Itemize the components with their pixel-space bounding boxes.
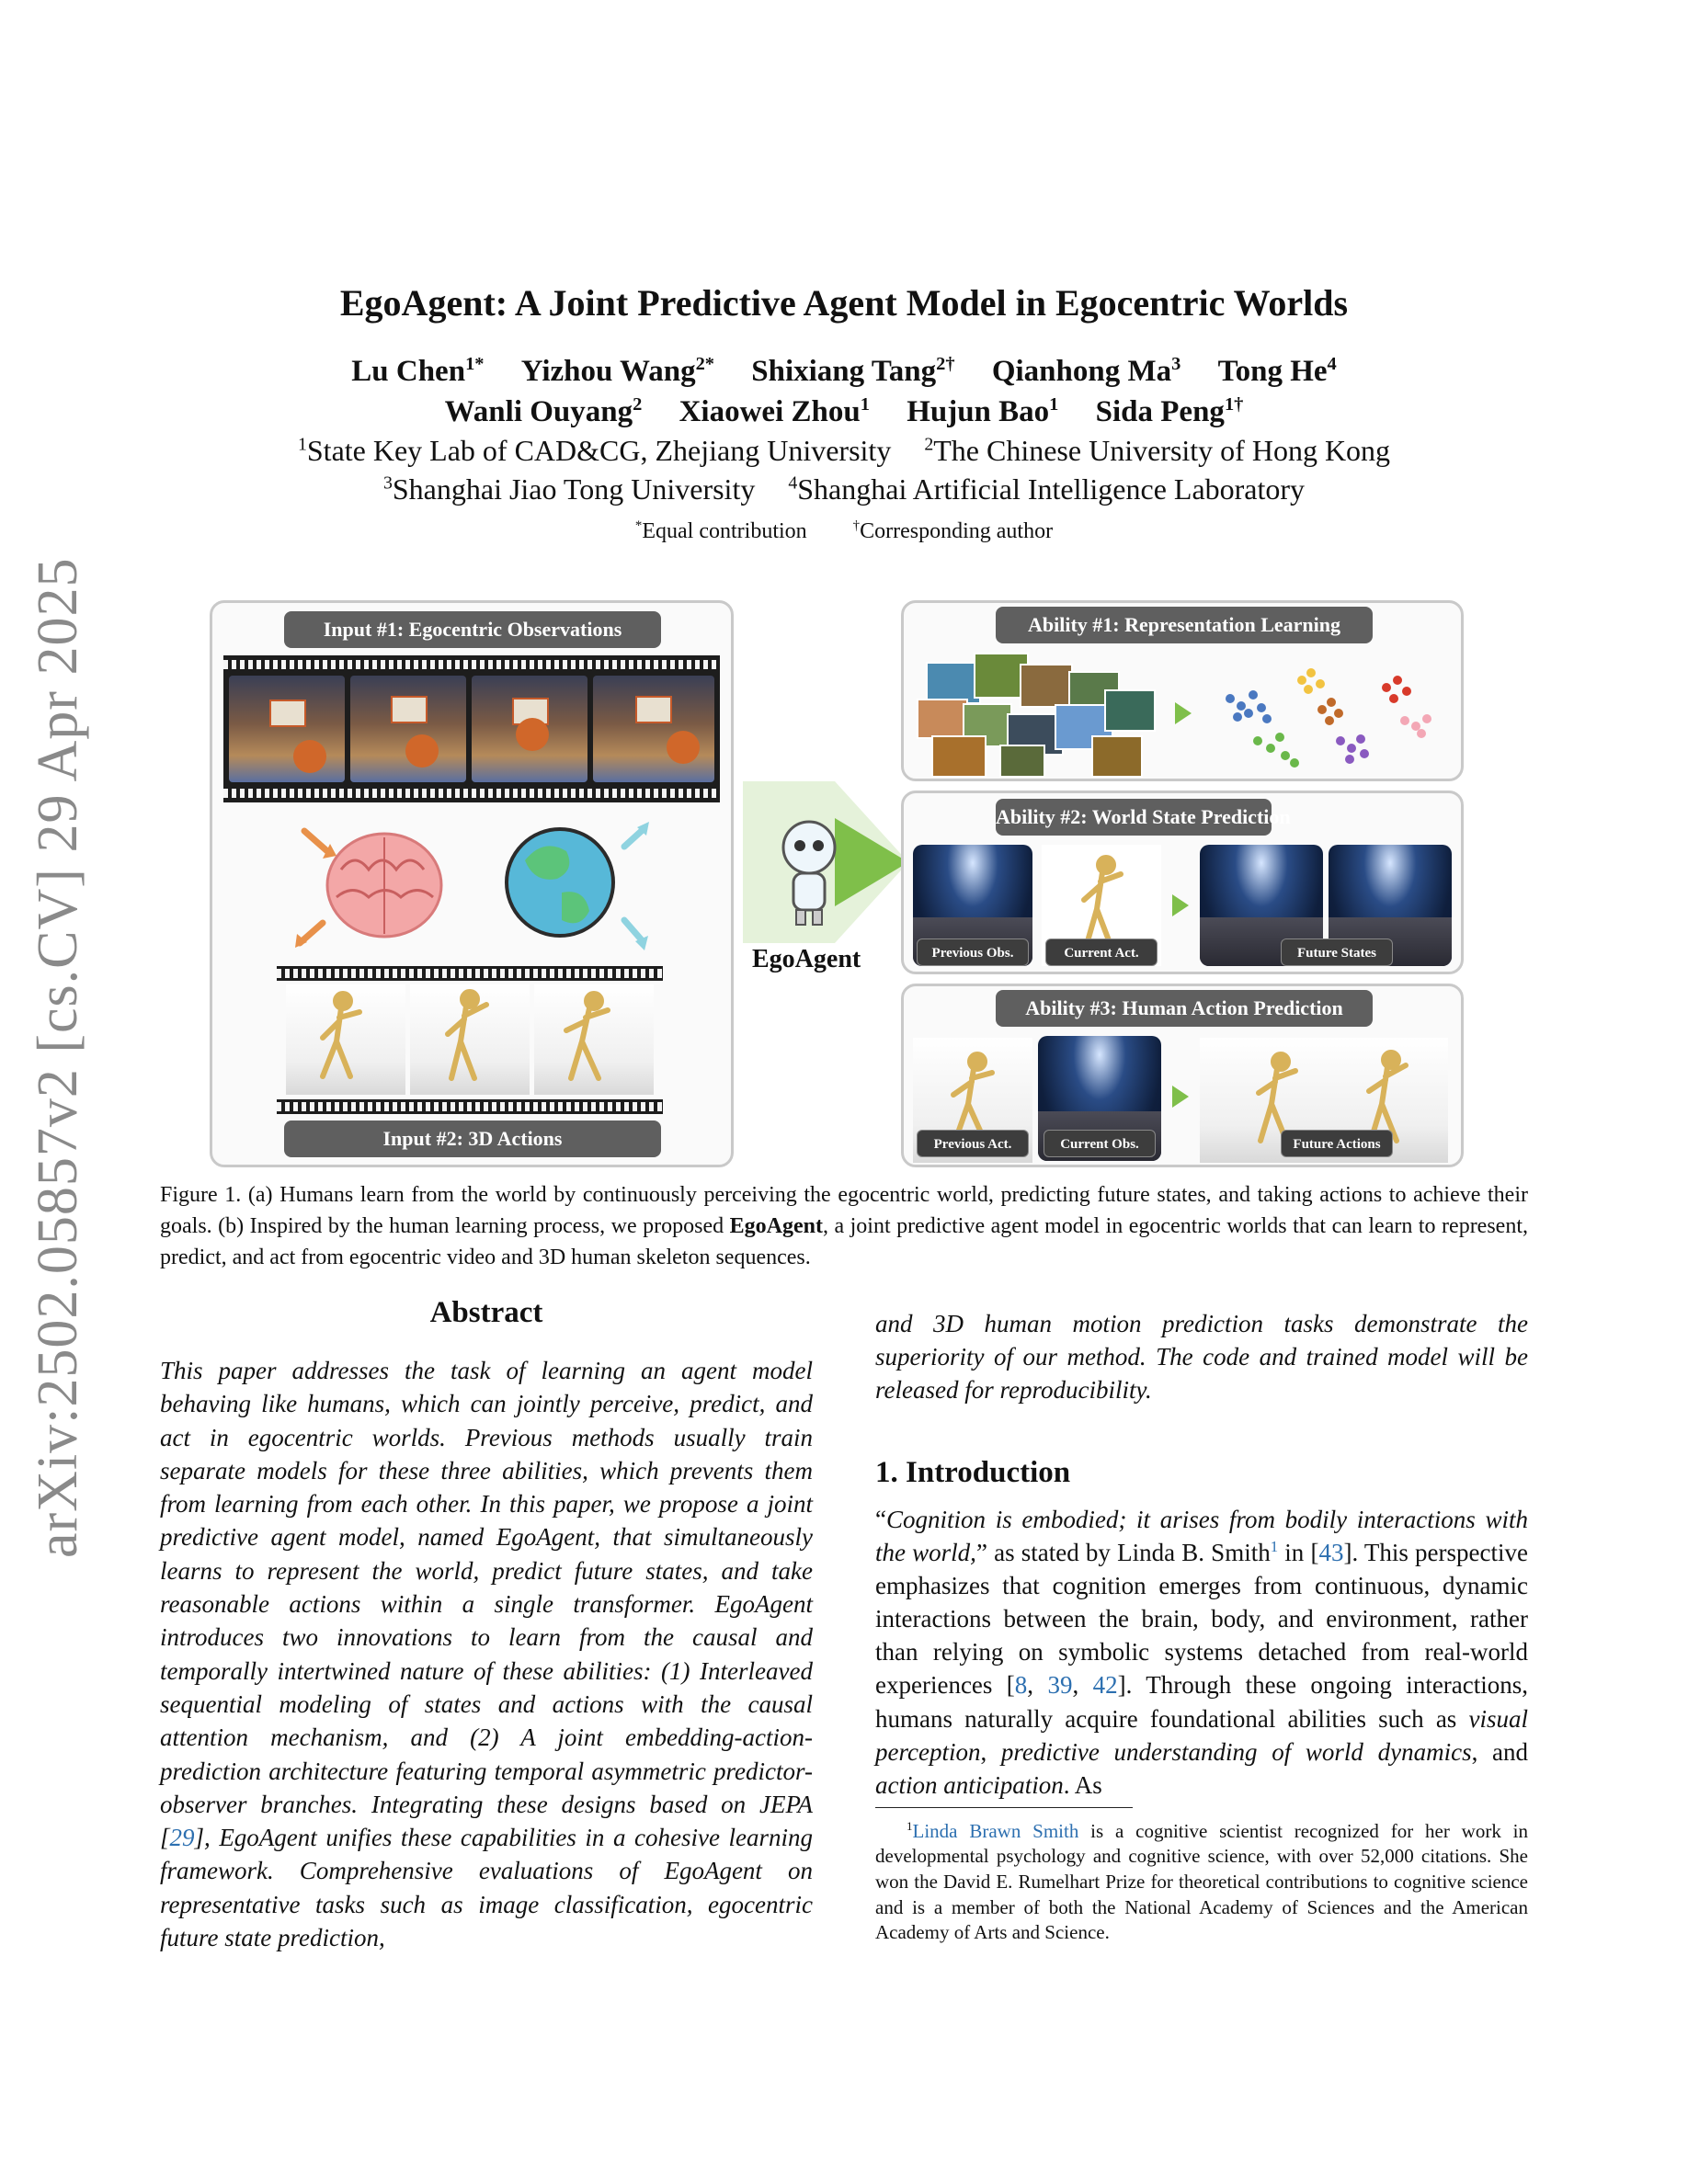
ability-3-panel: Ability #3: Human Action Prediction Prev… <box>901 984 1464 1167</box>
arxiv-identifier: arXiv:2502.05857v2 [cs.CV] 29 Apr 2025 <box>27 557 89 1558</box>
arrow-right-icon <box>1172 1086 1189 1108</box>
future-states-tag: Future States <box>1281 938 1393 966</box>
introduction-heading: 1. Introduction <box>875 1456 1071 1489</box>
input-1-label: Input #1: Egocentric Observations <box>284 611 661 648</box>
author-row-2: Wanli Ouyang2 Xiaowei Zhou1 Hujun Bao1 S… <box>0 395 1688 429</box>
action-filmstrip-top <box>277 966 663 981</box>
right-column: and 3D human motion prediction tasks dem… <box>875 1307 1528 1946</box>
author: Tong He4 <box>1217 354 1337 388</box>
abstract-continuation: and 3D human motion prediction tasks dem… <box>875 1310 1528 1404</box>
brain-icon <box>325 832 443 938</box>
author-notes: *Equal contribution †Corresponding autho… <box>0 519 1688 544</box>
introduction-text: “Cognition is embodied; it arises from b… <box>875 1506 1529 1799</box>
skeleton-icons <box>951 1050 1409 1143</box>
current-obs-tag: Current Obs. <box>1044 1130 1156 1157</box>
current-act-tag: Current Act. <box>1045 938 1158 966</box>
citation-link[interactable]: 29 <box>169 1824 195 1852</box>
robot-icon <box>781 820 837 926</box>
author: Sida Peng1† <box>1095 394 1244 428</box>
video-frame <box>229 676 345 782</box>
video-frame <box>350 676 466 782</box>
citation-link[interactable]: 8 <box>1014 1671 1028 1700</box>
author: Xiaowei Zhou1 <box>679 394 870 428</box>
agent-illustration <box>743 781 908 943</box>
brain-and-globe-illustration <box>295 822 649 950</box>
input-2-label: Input #2: 3D Actions <box>284 1120 661 1157</box>
affiliation-row-2: 3Shanghai Jiao Tong University 4Shanghai… <box>0 472 1688 506</box>
affiliation-row-1: 1State Key Lab of CAD&CG, Zhejiang Unive… <box>0 434 1688 468</box>
left-column: Abstract This paper addresses the task o… <box>160 1296 813 1954</box>
author: Shixiang Tang2† <box>751 354 955 388</box>
footnote-rule <box>875 1806 1133 1808</box>
skeleton-sequence <box>320 989 610 1081</box>
future-actions-tag: Future Actions <box>1281 1130 1393 1157</box>
author-row-1: Lu Chen1* Yizhou Wang2* Shixiang Tang2† … <box>0 355 1688 389</box>
author: Hujun Bao1 <box>907 394 1059 428</box>
abstract-text: This paper addresses the task of learnin… <box>160 1357 813 1952</box>
corresponding-author-note: †Corresponding author <box>852 518 1054 543</box>
embedding-cluster-plot <box>1226 668 1431 768</box>
figure-1: Input #1: Egocentric Observations <box>210 597 1471 1167</box>
footnote: 1Linda Brawn Smith is a cognitive scient… <box>875 1818 1528 1944</box>
affiliation: 2The Chinese University of Hong Kong <box>924 434 1391 467</box>
previous-act-tag: Previous Act. <box>917 1130 1029 1157</box>
arrow-right-icon <box>1175 702 1192 724</box>
skeleton-icon <box>1081 855 1123 950</box>
arrow-icon <box>301 827 331 855</box>
citation-link[interactable]: 43 <box>1318 1539 1344 1567</box>
ability-3-label: Ability #3: Human Action Prediction <box>996 990 1373 1027</box>
ability-1-label: Ability #1: Representation Learning <box>996 607 1373 643</box>
egocentric-filmstrip <box>223 655 720 802</box>
affiliation: 1State Key Lab of CAD&CG, Zhejiang Unive… <box>297 434 892 467</box>
arrow-icon <box>621 825 648 850</box>
input-panel: Input #1: Egocentric Observations <box>210 600 734 1167</box>
author: Qianhong Ma3 <box>991 354 1181 388</box>
paper-title: EgoAgent: A Joint Predictive Agent Model… <box>339 282 1349 324</box>
citation-link[interactable]: 42 <box>1092 1671 1118 1700</box>
footnote-marker[interactable]: 1 <box>1270 1538 1279 1556</box>
arrow-right-icon <box>1172 894 1189 916</box>
video-frame <box>593 676 714 782</box>
ability-2-label: Ability #2: World State Prediction <box>996 799 1291 836</box>
author: Wanli Ouyang2 <box>444 394 643 428</box>
previous-obs-tag: Previous Obs. <box>917 938 1029 966</box>
video-frame <box>472 676 587 782</box>
abstract-heading: Abstract <box>429 1296 543 1329</box>
ability-1-panel: Ability #1: Representation Learning <box>901 600 1464 781</box>
ability-2-panel: Ability #2: World State Prediction Previ… <box>901 791 1464 974</box>
action-filmstrip-bottom <box>277 1099 663 1114</box>
author: Lu Chen1* <box>351 354 485 388</box>
affiliation: 4Shanghai Artificial Intelligence Labora… <box>788 472 1306 506</box>
globe-icon <box>505 827 615 938</box>
author: Yizhou Wang2* <box>520 354 715 388</box>
affiliation: 3Shanghai Jiao Tong University <box>382 472 756 506</box>
equal-contribution-note: *Equal contribution <box>634 518 807 543</box>
footnote-link[interactable]: Linda Brawn Smith <box>912 1819 1079 1842</box>
egoagent-label: EgoAgent <box>752 945 861 973</box>
image-collage <box>917 653 1165 778</box>
arrow-icon <box>621 916 646 945</box>
citation-link[interactable]: 39 <box>1047 1671 1073 1700</box>
figure-caption: Figure 1. (a) Humans learn from the worl… <box>160 1183 1528 1269</box>
